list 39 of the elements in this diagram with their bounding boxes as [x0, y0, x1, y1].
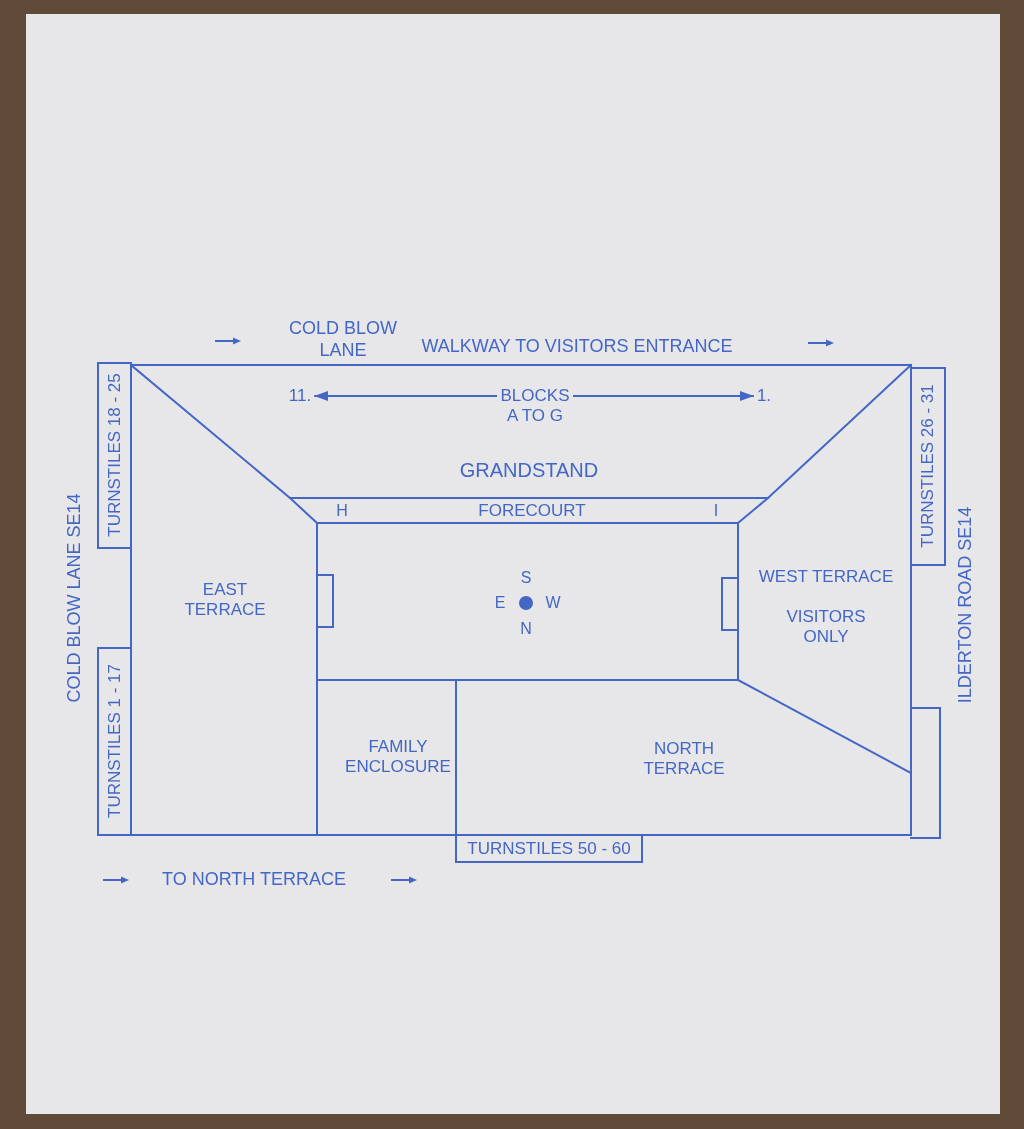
- block-letter: H: [336, 501, 348, 521]
- area-label: VISITORS ONLY: [785, 606, 867, 648]
- arrow: [572, 391, 755, 401]
- street-name: COLD BLOW LANE SE14: [64, 493, 86, 703]
- direction-label: TO NORTH TERRACE: [162, 869, 346, 891]
- blocks-label: BLOCKS A TO G: [500, 385, 570, 427]
- turnstile-box: [98, 648, 131, 835]
- block-number: 11.: [288, 385, 312, 407]
- terrace-area: [131, 498, 317, 835]
- turnstile-label: TURNSTILES 26 - 31: [917, 384, 938, 548]
- empty-box: [911, 708, 940, 838]
- area-label: NORTH TERRACE: [642, 738, 726, 780]
- forecourt-band: [290, 498, 768, 523]
- street-name: COLD BLOW LANE: [288, 318, 398, 362]
- goal-box: [318, 575, 333, 627]
- turnstile-box: [456, 835, 642, 862]
- compass-letter: E: [494, 593, 506, 613]
- walkway-label: WALKWAY TO VISITORS ENTRANCE: [421, 336, 733, 358]
- turnstile-label: TURNSTILES 1 - 17: [104, 664, 125, 818]
- turnstile-label: TURNSTILES 50 - 60: [467, 838, 631, 860]
- turnstile-box: [911, 368, 945, 565]
- terrace-area: [738, 498, 911, 773]
- block-letter: I: [713, 501, 719, 521]
- area-label: FAMILY ENCLOSURE: [344, 736, 452, 778]
- area-label: EAST TERRACE: [183, 579, 267, 621]
- turnstile-label: TURNSTILES 18 - 25: [104, 373, 125, 537]
- arrow: [313, 391, 498, 401]
- area-label: FORECOURT: [478, 500, 586, 522]
- compass-letter: S: [520, 568, 532, 588]
- compass-letter: W: [545, 593, 561, 613]
- area-label: WEST TERRACE: [758, 566, 894, 588]
- goal-box: [722, 578, 737, 630]
- turnstile-box: [98, 363, 131, 548]
- enclosure-area: [317, 680, 456, 835]
- block-number: 1.: [756, 385, 772, 407]
- stand-label: GRANDSTAND: [459, 458, 599, 482]
- compass-letter: N: [520, 619, 532, 639]
- street-name: ILDERTON ROAD SE14: [955, 506, 977, 704]
- terrace-area: [456, 680, 911, 835]
